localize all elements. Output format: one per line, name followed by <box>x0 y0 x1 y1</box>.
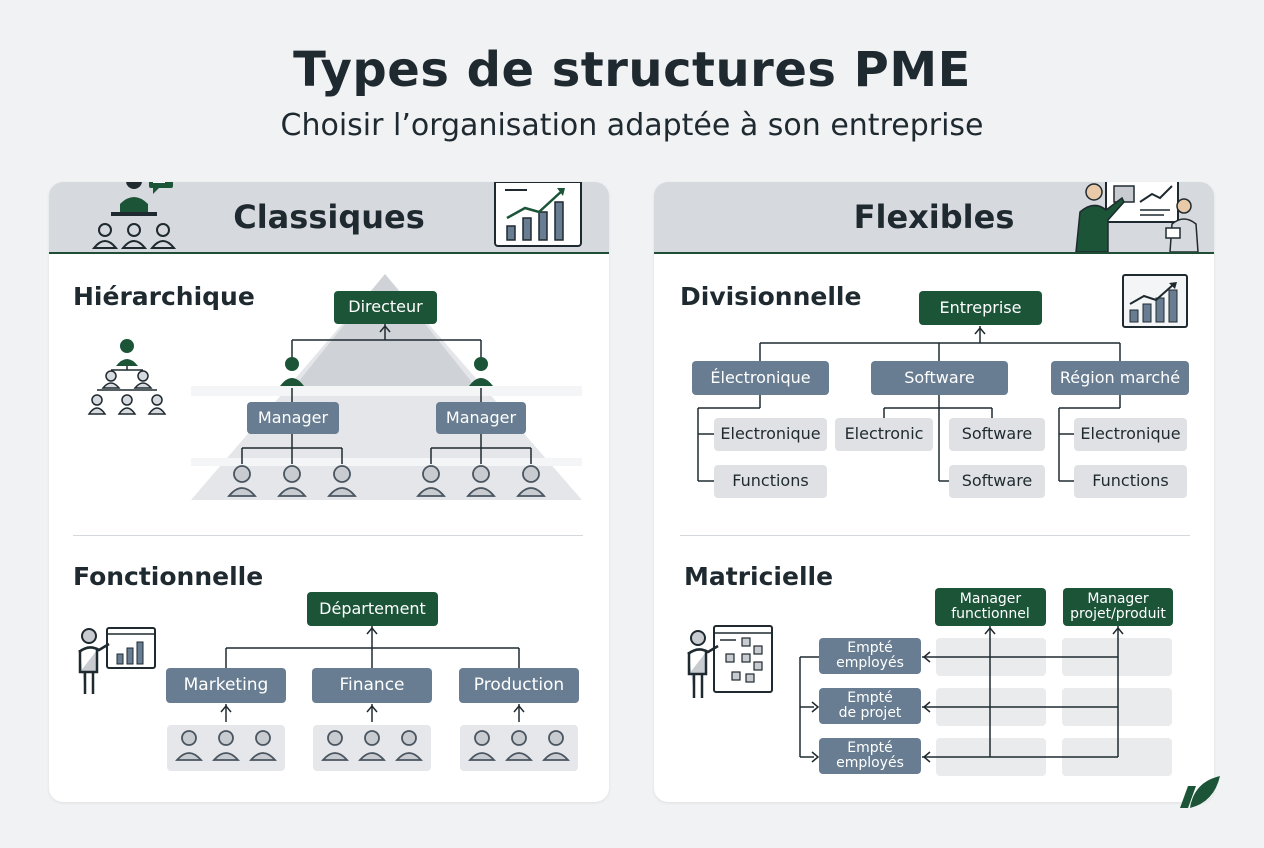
manager-box-left: Manager <box>247 402 339 434</box>
production-box: Production <box>459 668 579 703</box>
matrix-row-3: Empté employés <box>819 738 921 774</box>
person-board-icon <box>78 627 156 694</box>
divisionnelle-diagram <box>697 326 1121 482</box>
fonctionnelle-title: Fonctionnelle <box>73 562 264 591</box>
matrix-row-1: Empté employés <box>819 638 921 674</box>
marketing-box: Marketing <box>166 668 286 703</box>
classiques-divider <box>73 535 583 536</box>
division-electronique-box: Électronique <box>692 361 829 395</box>
division-region-box: Région marché <box>1051 361 1189 395</box>
sub-center-1: Electronic <box>835 418 933 451</box>
sub-center-3: Software <box>949 465 1045 498</box>
page-title: Types de structures PME <box>293 42 971 98</box>
classiques-title: Classiques <box>233 198 425 236</box>
directeur-box: Directeur <box>334 291 437 324</box>
departement-box: Département <box>307 592 438 626</box>
flexibles-title: Flexibles <box>853 198 1015 236</box>
chart-board-icon <box>494 182 582 247</box>
sub-left-1: Electronique <box>714 418 827 451</box>
matrix-row-2: Empté de projet <box>819 688 921 724</box>
fonctionnelle-diagram <box>167 626 578 771</box>
divisionnelle-title: Divisionnelle <box>680 282 862 311</box>
classiques-header: Classiques <box>49 182 609 254</box>
entreprise-box: Entreprise <box>919 291 1042 325</box>
team-meeting-icon <box>1075 182 1199 252</box>
hierarchique-diagram <box>191 274 582 500</box>
flexibles-divider <box>680 535 1190 536</box>
brand-logo-icon <box>1180 776 1220 808</box>
manager-functionnel-box: Manager functionnel <box>935 588 1046 626</box>
sub-left-2: Functions <box>714 465 827 498</box>
matricielle-diagram <box>799 626 1124 763</box>
presenter-icon <box>91 182 177 249</box>
division-software-box: Software <box>871 361 1008 395</box>
finance-box: Finance <box>312 668 432 703</box>
sub-center-2: Software <box>949 418 1045 451</box>
page-subtitle: Choisir l’organisation adaptée à son ent… <box>280 108 984 143</box>
manager-box-right: Manager <box>436 402 526 434</box>
classiques-panel: Classiques <box>49 182 609 802</box>
sub-right-2: Functions <box>1074 465 1187 498</box>
person-matrix-icon <box>687 625 773 698</box>
manager-projet-box: Manager projet/produit <box>1063 588 1173 626</box>
flexibles-panel: Flexibles Divisionnelle <box>654 182 1214 802</box>
org-chart-icon <box>87 339 167 415</box>
growth-chart-icon <box>1122 274 1188 328</box>
flexibles-header: Flexibles <box>654 182 1214 254</box>
sub-right-1: Electronique <box>1074 418 1187 451</box>
matricielle-title: Matricielle <box>684 562 834 591</box>
hierarchique-title: Hiérarchique <box>73 282 255 311</box>
